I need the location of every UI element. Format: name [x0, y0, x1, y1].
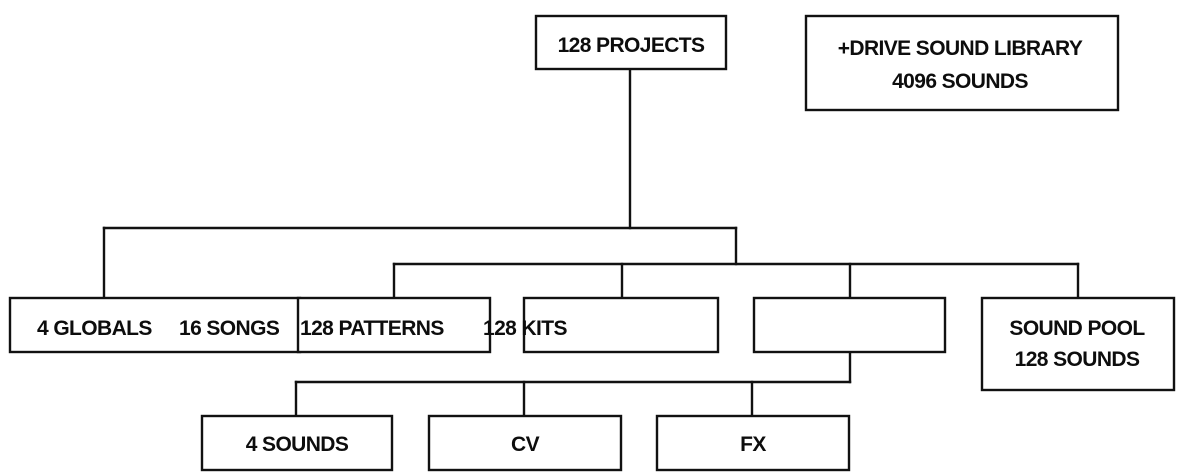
node-drive-library-line2: 4096 SOUNDS	[892, 70, 1028, 93]
node-sound-pool: SOUND POOL 128 SOUNDS	[980, 296, 1176, 392]
connector-lines	[102, 66, 1080, 418]
node-kits-label: 128 KITS	[483, 317, 567, 340]
node-songs-label: 16 SONGS	[179, 317, 280, 340]
node-projects-label: 128 PROJECTS	[558, 34, 705, 57]
node-globals-label: 4 GLOBALS	[37, 317, 152, 340]
node-sound-pool-line2: 128 SOUNDS	[1015, 348, 1140, 371]
node-fx: FX	[655, 414, 851, 472]
node-drive-sound-library: +DRIVE SOUND LIBRARY 4096 SOUNDS	[804, 14, 1120, 112]
node-sounds-label: 4 SOUNDS	[246, 433, 349, 456]
node-drive-library-line1: +DRIVE SOUND LIBRARY	[838, 37, 1083, 60]
node-projects: 128 PROJECTS	[534, 14, 728, 71]
node-patterns	[296, 296, 492, 354]
node-cv-label: CV	[511, 433, 540, 456]
node-patterns-label: 128 PATTERNS	[300, 317, 444, 340]
node-sound-pool-line1: SOUND POOL	[1009, 317, 1145, 340]
node-kit-detail	[752, 296, 947, 354]
node-fx-label: FX	[740, 433, 766, 456]
node-cv: CV	[427, 414, 623, 472]
node-kits	[522, 296, 720, 354]
node-sounds: 4 SOUNDS	[200, 414, 394, 472]
